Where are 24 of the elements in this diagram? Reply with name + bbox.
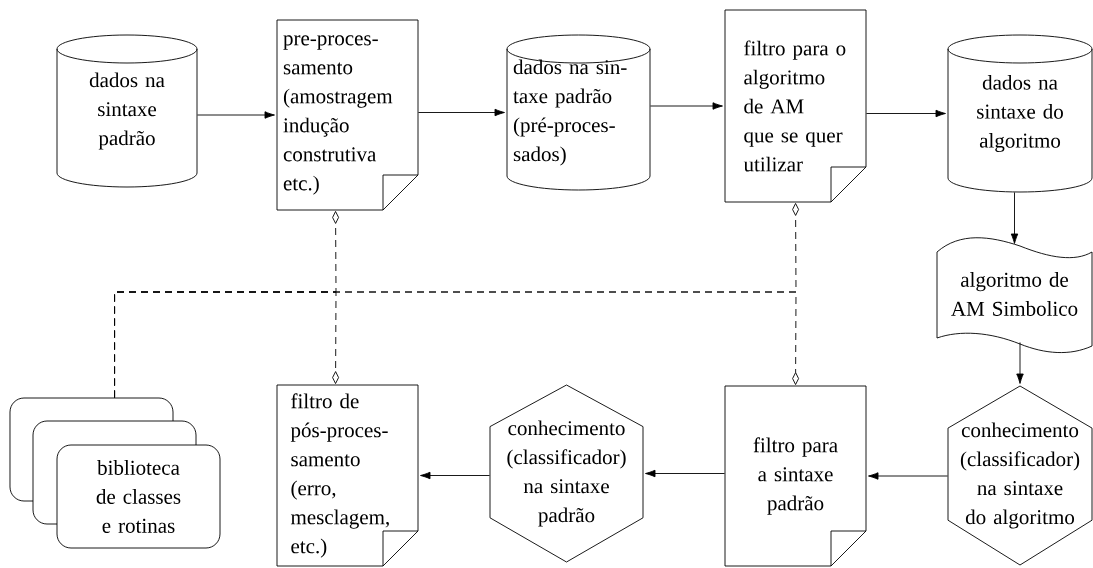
arrow (866, 109, 946, 118)
arrow (645, 469, 725, 478)
arrow (868, 472, 948, 480)
arrow (418, 108, 505, 117)
document-box: pre-proces- samento (amostragem indução construtiva etc.) (276, 19, 419, 211)
database-cylinder: dados na sintaxe padrão (56, 34, 198, 188)
node-label: taxe padrão (pré-proces- sados) (513, 88, 615, 166)
dashed-connector (114, 291, 800, 398)
hexagon: conhecimento (classificador) na sintaxe do algoritmo (947, 385, 1093, 566)
arrow (1016, 342, 1024, 384)
document-box: filtro para o algoritmo de AM que se quer utilizar (724, 9, 867, 203)
database-cylinder: dados na sintaxe do algoritmo (947, 34, 1093, 193)
database-cylinder: dados na sin- taxe padrão (pré-proces- sados) (506, 34, 651, 191)
stacked-cards: biblioteca de classes e rotinas (9, 397, 221, 549)
arrow (1010, 192, 1019, 244)
arrow (650, 102, 723, 110)
node-label: dados na sintaxe do algoritmo (977, 74, 1063, 153)
arrow (420, 471, 490, 480)
wavy-document: algoritmo de AM Simbolico (936, 237, 1093, 353)
node-label: dados na sintaxe padrão (89, 72, 165, 150)
document-box: filtro de pós-proces- samento (erro, mesclagem, etc.) (276, 384, 419, 567)
document-box: filtro para a sintaxe padrão (724, 385, 867, 567)
arrow (197, 111, 275, 119)
hexagon: conhecimento (classificador) na sintaxe padrão (489, 384, 644, 563)
